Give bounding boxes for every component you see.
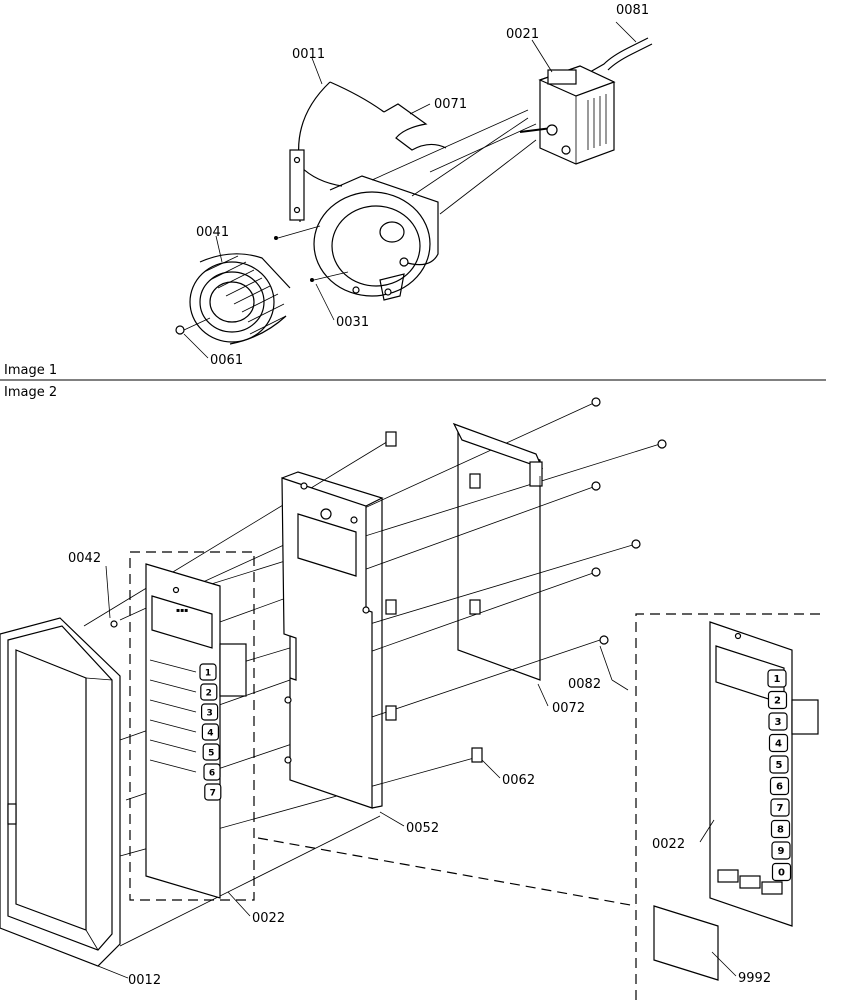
detail-key-label: 5: [776, 760, 783, 771]
small-key-4: [201, 723, 219, 741]
callout-0031: 0031: [336, 315, 369, 330]
small-key-label: 5: [208, 749, 214, 759]
callout-0062: 0062: [502, 773, 535, 788]
image-2-caption: Image 2: [4, 385, 57, 400]
small-key-1: [199, 663, 217, 681]
control-panel-assembly: ▪▪▪ 1 2 3 4 5 6 7: [0, 397, 826, 1000]
detail-key-6: [769, 776, 790, 796]
control-panel-detail: 1 2 3 4 5 6 7 8 9 0: [709, 621, 819, 927]
small-key-3: [201, 703, 219, 721]
detail-key-5: [769, 755, 789, 774]
label-plate: [653, 905, 719, 981]
blower-assembly: 0081 0021 0011 0071 0041 0031 0061: [175, 3, 653, 368]
detail-key-label: 4: [775, 739, 782, 750]
small-key-label: 7: [210, 789, 216, 799]
clips: [385, 431, 483, 763]
detail-key-label: 8: [777, 825, 784, 836]
detail-key-label: 7: [777, 803, 784, 814]
detail-key-label: 3: [775, 717, 782, 728]
svg-text:▪▪▪: ▪▪▪: [176, 607, 188, 614]
callout-9992: 9992: [738, 971, 771, 986]
callout-0052: 0052: [406, 821, 439, 836]
callout-0041: 0041: [196, 225, 229, 240]
detail-key-3: [768, 712, 788, 731]
callout-0022-main: 0022: [252, 911, 285, 926]
small-key-2: [200, 683, 218, 701]
callout-0082: 0082: [568, 677, 601, 692]
small-key-6: [203, 763, 221, 781]
detail-key-label: 9: [778, 846, 785, 857]
detail-key-label: 0: [778, 868, 785, 879]
small-key-label: 3: [206, 709, 212, 719]
control-panel: ▪▪▪: [145, 563, 247, 899]
callout-0081: 0081: [616, 3, 649, 18]
power-cord: [589, 37, 649, 73]
small-key-label: 1: [205, 669, 211, 679]
image-1-caption: Image 1: [4, 363, 57, 378]
callout-0072: 0072: [552, 701, 585, 716]
detail-key-1: [767, 669, 787, 688]
callout-0022-detail: 0022: [652, 837, 685, 852]
chassis-bracket: [281, 471, 384, 809]
detail-key-label: 6: [776, 782, 783, 793]
detail-key-4: [768, 733, 789, 753]
blower-wheel: [189, 253, 291, 345]
detail-key-9: [771, 841, 791, 860]
callout-0071: 0071: [434, 97, 467, 112]
small-key-label: 6: [209, 769, 215, 779]
keypad-detail: 1 2 3 4 5 6 7 8 9 0: [767, 669, 792, 882]
door-frame: [0, 617, 121, 967]
motor: [519, 65, 616, 165]
callout-0061: 0061: [210, 353, 243, 368]
callout-0021: 0021: [506, 27, 539, 42]
keypad-small: 1 2 3 4 5 6 7: [199, 663, 222, 801]
detail-box-right: [635, 613, 826, 1000]
screws: [110, 397, 667, 645]
detail-box-left: [129, 551, 255, 901]
small-key-7: [204, 783, 222, 801]
detail-key-0: [771, 862, 792, 882]
callout-0011: 0011: [292, 47, 325, 62]
circuit-board: [452, 422, 544, 681]
blower-housing: [289, 81, 447, 301]
detail-key-label: 2: [774, 696, 781, 707]
small-key-label: 4: [207, 729, 213, 739]
detail-connector: [257, 837, 637, 907]
detail-key-8: [770, 819, 791, 839]
detail-key-2: [767, 690, 788, 710]
detail-key-7: [770, 798, 790, 817]
detail-key-label: 1: [774, 674, 781, 685]
small-key-label: 2: [206, 689, 212, 699]
callout-0012: 0012: [128, 973, 161, 988]
small-key-5: [202, 743, 220, 761]
callout-0042: 0042: [68, 551, 101, 566]
